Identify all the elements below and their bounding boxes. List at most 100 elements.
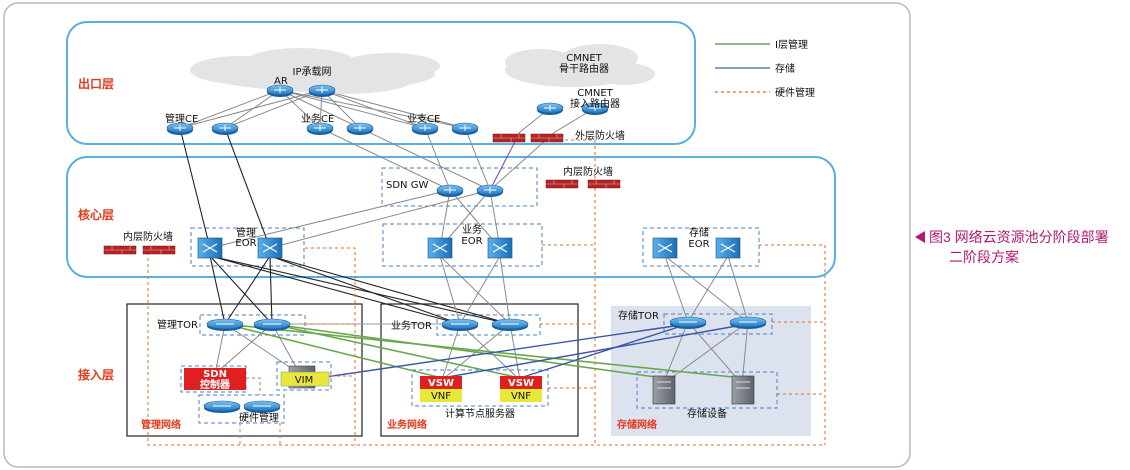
cmnet-access-line1: CMNET bbox=[577, 88, 613, 99]
legend-item-hw-mgmt: 硬件管理 bbox=[775, 86, 815, 99]
mgmt-network-box bbox=[126, 303, 363, 437]
vsw-label-right: VSW bbox=[508, 378, 534, 389]
mgmt-eor-line1: 管理 bbox=[236, 226, 256, 239]
mgmt-ce-label: 管理CE bbox=[165, 112, 198, 125]
storage-devices-label: 存储设备 bbox=[687, 407, 727, 420]
sdn-gw-group bbox=[381, 167, 538, 207]
cmnet-cloud-icon bbox=[505, 44, 655, 87]
compute-server-right bbox=[500, 376, 542, 402]
firewall-icon bbox=[103, 245, 137, 255]
ip-bearer-label: IP承载网 bbox=[293, 66, 332, 78]
storage-network-box bbox=[611, 306, 811, 436]
storage-tor-label: 存储TOR bbox=[618, 309, 659, 322]
vnf-label-right: VNF bbox=[511, 391, 531, 402]
hw-mgmt-group bbox=[198, 394, 285, 424]
outer-firewall-label: 外层防火墙 bbox=[575, 129, 625, 142]
mgmt-eor-line2: EOR bbox=[235, 238, 256, 249]
mgmt-eor-group bbox=[190, 227, 305, 267]
storage-network-label: 存储网络 bbox=[617, 418, 657, 431]
biz-eor-group bbox=[382, 223, 543, 267]
router-icon bbox=[211, 122, 239, 135]
biz-eor-line1: 业务 bbox=[462, 223, 482, 236]
router-icon bbox=[411, 122, 439, 135]
tor-switch-icon bbox=[203, 400, 241, 413]
router-icon bbox=[308, 84, 336, 97]
tor-switch-icon bbox=[491, 318, 529, 331]
vim-server-icon bbox=[280, 365, 330, 389]
vsw-label-left: VSW bbox=[428, 378, 454, 389]
tor-switch-icon bbox=[669, 316, 707, 329]
firewall-icon bbox=[142, 245, 176, 255]
legend-item-storage: 存储 bbox=[775, 62, 795, 75]
caption-line1: 图3 网络云资源池分阶段部署 bbox=[929, 229, 1109, 245]
tor-switch-icon bbox=[253, 318, 291, 331]
layer-label-exit: 出口层 bbox=[78, 76, 114, 91]
switch-icon bbox=[257, 237, 283, 259]
router-icon bbox=[166, 122, 194, 135]
inner-firewall-right-label: 内层防火墙 bbox=[563, 165, 613, 178]
layer-label-access: 接入层 bbox=[78, 367, 114, 382]
biz-ce-label: 业务CE bbox=[301, 112, 334, 125]
figure-caption: 图3 网络云资源池分阶段部署 二阶段方案 bbox=[915, 227, 1109, 267]
exit-layer-region bbox=[66, 21, 696, 145]
firewall-icon bbox=[545, 179, 579, 189]
sdn-controller-line2: 控制器 bbox=[200, 378, 231, 391]
router-icon bbox=[306, 122, 334, 135]
cmnet-backbone-line2: 骨干路由器 bbox=[559, 62, 609, 75]
switch-icon bbox=[197, 237, 223, 259]
firewall-icon bbox=[492, 133, 526, 143]
router-icon bbox=[581, 102, 609, 115]
biz-tor-label: 业务TOR bbox=[391, 319, 432, 332]
storage-device-group bbox=[636, 371, 778, 409]
vim-group bbox=[276, 361, 332, 391]
vim-label: VIM bbox=[295, 375, 313, 386]
mgmt-network-label: 管理网络 bbox=[141, 418, 181, 431]
router-icon bbox=[436, 184, 464, 197]
storage-eor-line2: EOR bbox=[688, 239, 709, 250]
compute-server-left bbox=[420, 376, 462, 402]
inner-firewall-left-label: 内层防火墙 bbox=[123, 230, 173, 243]
router-icon bbox=[346, 122, 374, 135]
router-icon bbox=[266, 84, 294, 97]
hardware-mgmt-label: 硬件管理 bbox=[239, 411, 279, 424]
biz-tor-group bbox=[436, 314, 541, 336]
storage-server-icon bbox=[652, 375, 755, 405]
sdn-controller-block bbox=[184, 368, 246, 390]
biz-eor-line2: EOR bbox=[461, 236, 482, 247]
legend-item-i-layer: I层管理 bbox=[775, 38, 808, 51]
storage-eor-line1: 存储 bbox=[689, 226, 709, 239]
sdn-controller-line1: SDN bbox=[203, 369, 227, 380]
router-icon bbox=[451, 122, 479, 135]
biz-network-label: 业务网络 bbox=[387, 418, 427, 431]
switch-icon bbox=[652, 237, 678, 259]
caption-line2: 二阶段方案 bbox=[949, 249, 1019, 265]
core-layer-region bbox=[66, 156, 836, 278]
tor-switch-icon bbox=[729, 316, 767, 329]
switch-icon bbox=[487, 237, 513, 259]
legend: I层管理 存储 硬件管理 bbox=[715, 38, 815, 99]
sdn-gw-label: SDN GW bbox=[386, 180, 428, 191]
vnf-label-left: VNF bbox=[431, 391, 451, 402]
firewall-icon bbox=[587, 179, 621, 189]
router-icon bbox=[476, 184, 504, 197]
layer-label-core: 核心层 bbox=[78, 207, 114, 222]
tor-switch-icon bbox=[206, 318, 244, 331]
compute-servers-label: 计算节点服务器 bbox=[445, 407, 515, 420]
tor-switch-icon bbox=[441, 318, 479, 331]
mgmt-tor-label: 管理TOR bbox=[157, 318, 198, 331]
ip-bearer-cloud-icon bbox=[190, 48, 440, 94]
firewall-icon bbox=[530, 133, 564, 143]
tor-switch-icon bbox=[243, 400, 281, 413]
biz-support-ce-label: 业支CE bbox=[407, 113, 440, 125]
storage-eor-group bbox=[642, 227, 760, 267]
storage-tor-group bbox=[663, 313, 773, 335]
biz-network-box bbox=[380, 303, 579, 437]
mgmt-tor-group bbox=[199, 314, 306, 336]
caption-arrow-icon bbox=[915, 231, 925, 243]
ar-label: AR bbox=[274, 76, 288, 87]
cmnet-backbone-line1: CMNET bbox=[566, 53, 602, 64]
switch-icon bbox=[715, 237, 741, 259]
router-icon bbox=[536, 102, 564, 115]
switch-icon bbox=[427, 237, 453, 259]
